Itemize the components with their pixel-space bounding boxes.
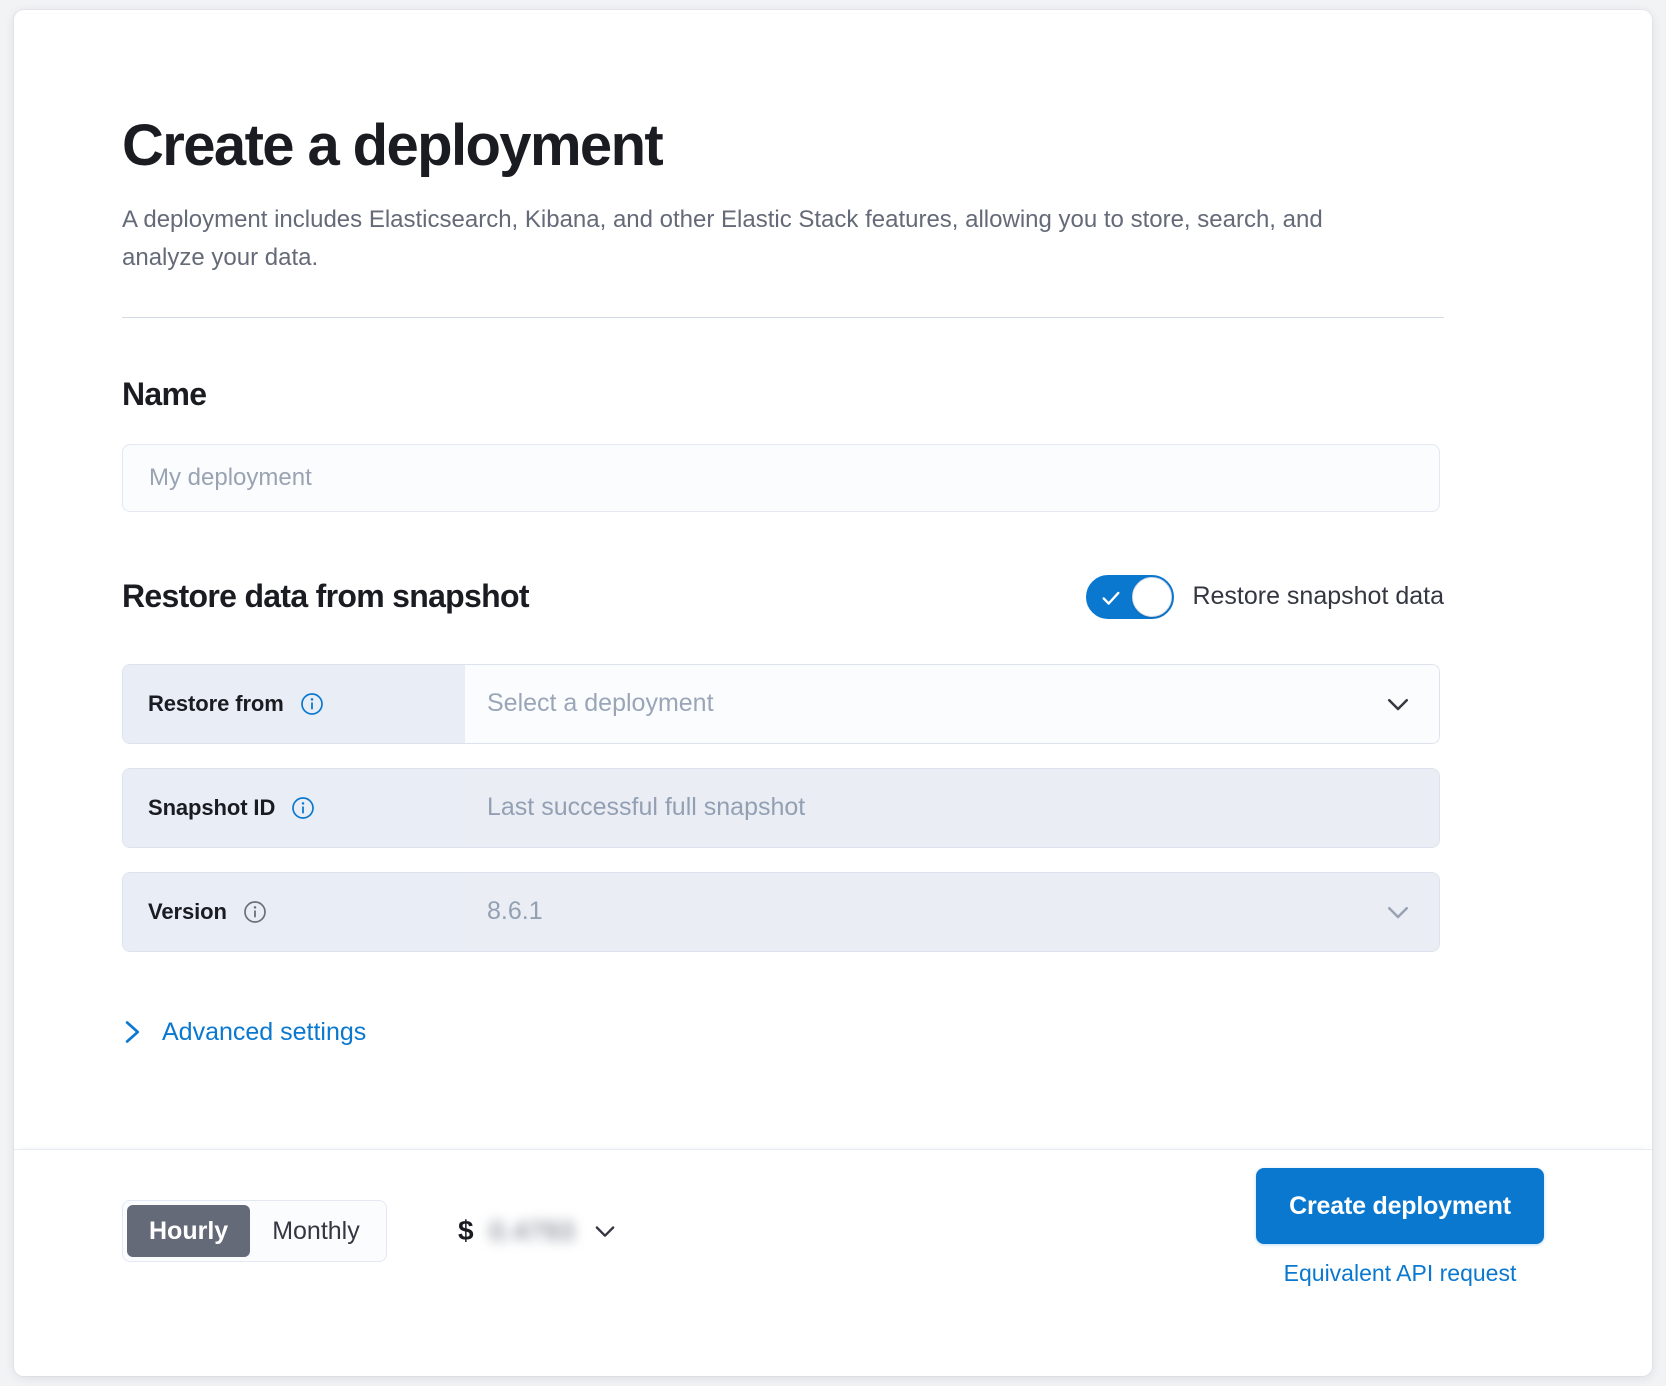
page-subtitle: A deployment includes Elasticsearch, Kib… [122, 205, 1323, 271]
billing-option-monthly[interactable]: Monthly [272, 1216, 360, 1245]
check-icon [1102, 591, 1120, 605]
advanced-settings-link[interactable]: Advanced settings [122, 1018, 366, 1047]
name-section-heading: Name [122, 375, 207, 412]
snapshot-id-label-cell: Snapshot ID [123, 768, 465, 847]
billing-option-hourly[interactable]: Hourly [127, 1205, 251, 1257]
info-circle-icon[interactable] [291, 796, 315, 820]
create-deployment-card: Create a deployment A deployment include… [14, 10, 1652, 1376]
billing-period-switcher[interactable]: Hourly Monthly [122, 1200, 387, 1262]
restore-from-select[interactable]: Select a deployment [465, 664, 1439, 743]
price-summary[interactable]: $ 0.4793 [458, 1200, 619, 1262]
card-body: Create a deployment A deployment include… [14, 10, 1652, 1149]
restore-snapshot-toggle-label: Restore snapshot data [1192, 582, 1444, 611]
restore-section-heading: Restore data from snapshot [122, 578, 529, 615]
create-deployment-button[interactable]: Create deployment [1256, 1168, 1544, 1244]
restore-from-row[interactable]: Restore from Select a deployment [122, 663, 1440, 744]
snapshot-id-value: Last successful full snapshot [487, 793, 806, 822]
chevron-down-icon[interactable] [1383, 897, 1413, 927]
version-label: Version [148, 898, 227, 924]
chevron-down-icon[interactable] [1383, 689, 1413, 719]
chevron-down-icon[interactable] [591, 1217, 619, 1245]
chevron-right-icon [125, 1021, 140, 1044]
page-title: Create a deployment [122, 113, 664, 178]
restore-snapshot-toggle[interactable] [1086, 574, 1175, 619]
deployment-name-placeholder: My deployment [149, 463, 312, 491]
restore-from-label-cell: Restore from [123, 664, 465, 743]
header-divider [122, 316, 1444, 318]
footer-bar: Hourly Monthly $ 0.4793 Create deploymen… [14, 1149, 1652, 1376]
footer-inner: Hourly Monthly $ 0.4793 Create deploymen… [122, 1150, 1544, 1376]
version-select[interactable]: 8.6.1 [465, 872, 1439, 951]
restore-section-header: Restore data from snapshot Restore snaps… [122, 574, 1444, 619]
info-circle-icon[interactable] [243, 900, 267, 924]
restore-from-label: Restore from [148, 690, 284, 716]
restore-snapshot-toggle-group[interactable]: Restore snapshot data [1086, 574, 1444, 619]
snapshot-id-row[interactable]: Snapshot ID Last successful full snapsho… [122, 767, 1440, 848]
version-label-cell: Version [123, 872, 465, 951]
version-row[interactable]: Version 8.6.1 [122, 871, 1440, 952]
price-currency-symbol: $ [458, 1215, 474, 1246]
snapshot-id-field[interactable]: Last successful full snapshot [465, 768, 1439, 847]
toggle-knob [1132, 576, 1173, 617]
price-amount: 0.4793 [489, 1215, 576, 1246]
content-column: Create a deployment A deployment include… [122, 10, 1444, 1050]
version-value: 8.6.1 [487, 897, 543, 926]
info-circle-icon[interactable] [300, 692, 324, 716]
snapshot-id-label: Snapshot ID [148, 794, 276, 820]
deployment-name-input[interactable]: My deployment [122, 443, 1440, 512]
advanced-settings-label: Advanced settings [162, 1017, 367, 1046]
equivalent-api-request-link[interactable]: Equivalent API request [1283, 1260, 1517, 1286]
restore-from-value: Select a deployment [487, 689, 714, 718]
